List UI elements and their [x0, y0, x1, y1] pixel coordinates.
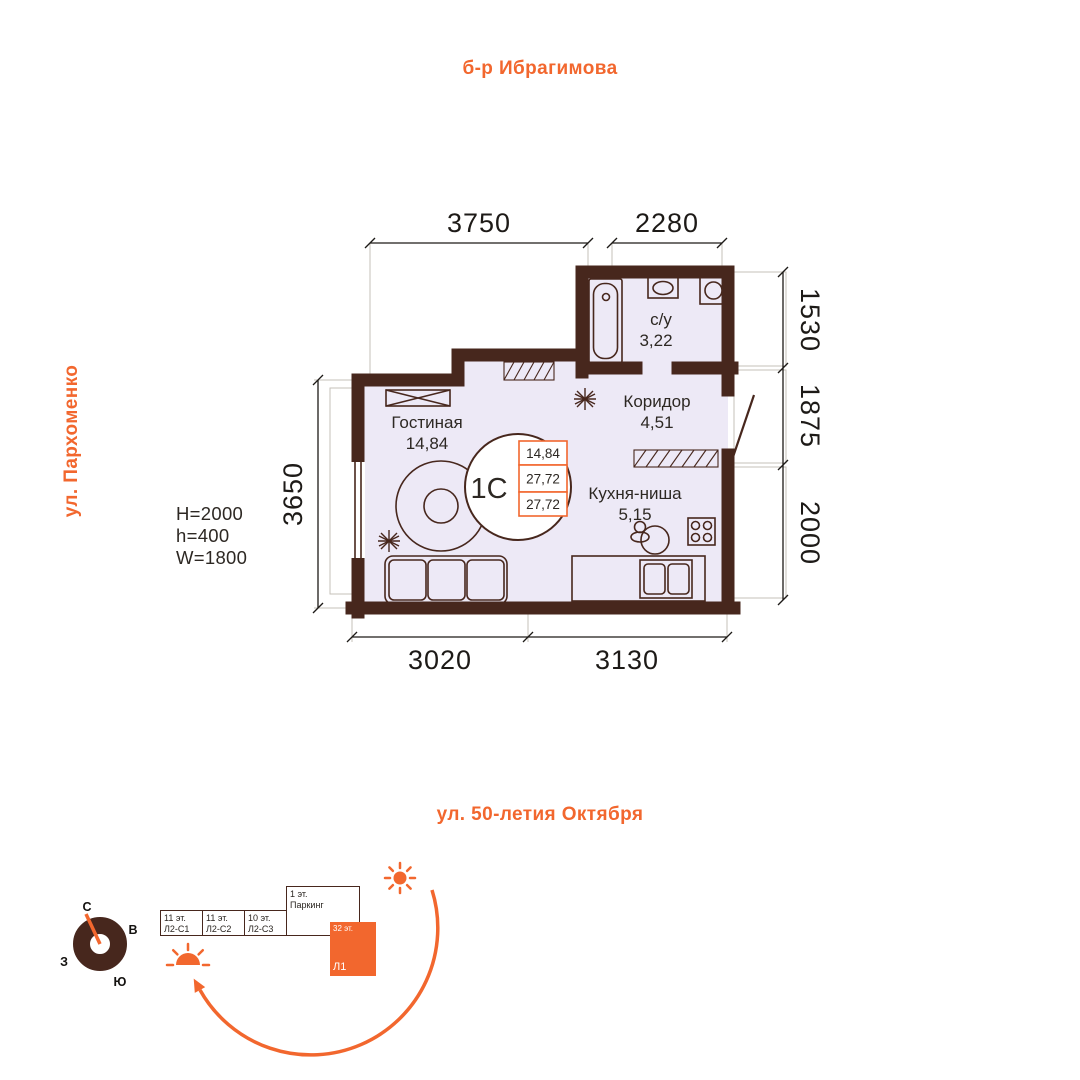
- walls: [345, 265, 741, 619]
- compass-ring: [73, 917, 127, 971]
- sunrise-icon: [165, 942, 211, 967]
- wardrobes: [503, 361, 719, 468]
- sun-path: [165, 861, 440, 1057]
- unit-type: 1С: [470, 473, 507, 505]
- plant-icons: [378, 388, 596, 552]
- sun-icon: [383, 861, 417, 895]
- block-floors: 11 эт.: [164, 913, 186, 923]
- window-specs: H=2000 h=400 W=1800: [176, 503, 247, 569]
- block-floors: 32 эт.: [333, 924, 354, 933]
- kitchen-fixtures: [571, 517, 716, 602]
- dim-left: 3650: [278, 462, 308, 526]
- console-table-icon: [385, 389, 451, 407]
- building-block-l1-current: 32 эт. Л1: [330, 922, 376, 976]
- room-corridor-area: 4,51: [640, 413, 673, 432]
- room-bathroom-area: 3,22: [639, 331, 672, 350]
- compass-north: С: [82, 900, 91, 914]
- sun-arc-arrow: [198, 889, 440, 1057]
- dim-top-right: 2280: [635, 208, 699, 238]
- room-living-name: Гостиная: [391, 413, 462, 432]
- dim-right-top: 1530: [795, 288, 825, 352]
- window-spec-sill: h=400: [176, 525, 230, 546]
- dim-right-bottom: 2000: [795, 501, 825, 565]
- dining-table-icon: [640, 525, 670, 555]
- room-kitchen-area: 5,15: [618, 505, 651, 524]
- compass-east: В: [128, 923, 137, 937]
- building-block-l2-c3: 10 эт. Л2-С3: [244, 910, 287, 936]
- sun-arc-arrowhead: [193, 978, 206, 993]
- block-name: Л2-С3: [248, 923, 274, 934]
- block-name: Л2-С2: [206, 923, 232, 934]
- plant-icon: [574, 388, 596, 410]
- plant-icon: [378, 530, 400, 552]
- dim-right-middle: 1875: [795, 384, 825, 448]
- room-kitchen-name: Кухня-ниша: [588, 484, 682, 503]
- block-name: Л2-С1: [164, 923, 190, 934]
- kitchen-counter-icon: [571, 555, 706, 602]
- window-spec-height: H=2000: [176, 503, 244, 524]
- room-bathroom-name: с/у: [650, 310, 672, 329]
- window-spec-width: W=1800: [176, 547, 248, 568]
- block-name: Л1: [333, 960, 347, 973]
- wardrobe-icon: [503, 361, 555, 381]
- balcony-outline: [329, 387, 355, 595]
- unit-area-living: 14,84: [526, 446, 560, 461]
- dimension-lines: [312, 237, 789, 643]
- entrance-door-icon: [731, 394, 756, 458]
- block-name: Паркинг: [290, 899, 324, 910]
- outer-wall-upper: [351, 265, 735, 469]
- block-floors: 10 эт.: [248, 913, 271, 923]
- room-labels: Гостиная 14,84 Коридор 4,51 с/у 3,22 Кух…: [391, 310, 690, 524]
- block-floors: 1 эт.: [290, 889, 308, 899]
- dim-bottom-left: 3020: [408, 645, 472, 675]
- compass-needle: [84, 913, 102, 945]
- unit-badge: 1С 14,84 27,72 27,72: [464, 433, 572, 541]
- wardrobe-icon: [633, 449, 719, 468]
- dim-bottom-right: 3130: [595, 645, 659, 675]
- kitchen-sink-icon: [639, 559, 693, 599]
- dimension-numbers: 3750 2280 1530 1875 2000 3650 3020 3130: [278, 208, 825, 675]
- dim-top-left: 3750: [447, 208, 511, 238]
- block-floors: 11 эт.: [206, 913, 228, 923]
- unit-area-total: 27,72: [526, 472, 560, 487]
- stove-icon: [687, 517, 716, 546]
- window-icon: [351, 462, 365, 558]
- building-block-l2-c2: 11 эт. Л2-С2: [202, 910, 245, 936]
- room-corridor-name: Коридор: [623, 392, 690, 411]
- compass-south: Ю: [114, 975, 127, 989]
- room-living-area: 14,84: [406, 434, 449, 453]
- street-label-top: б-р Ибрагимова: [462, 58, 618, 79]
- compass-west: З: [60, 955, 68, 969]
- street-label-bottom: ул. 50-летия Октября: [436, 804, 644, 825]
- compass: С В Ю З: [60, 900, 137, 989]
- building-block-l2-c1: 11 эт. Л2-С1: [160, 910, 203, 936]
- unit-area-full: 27,72: [526, 497, 560, 512]
